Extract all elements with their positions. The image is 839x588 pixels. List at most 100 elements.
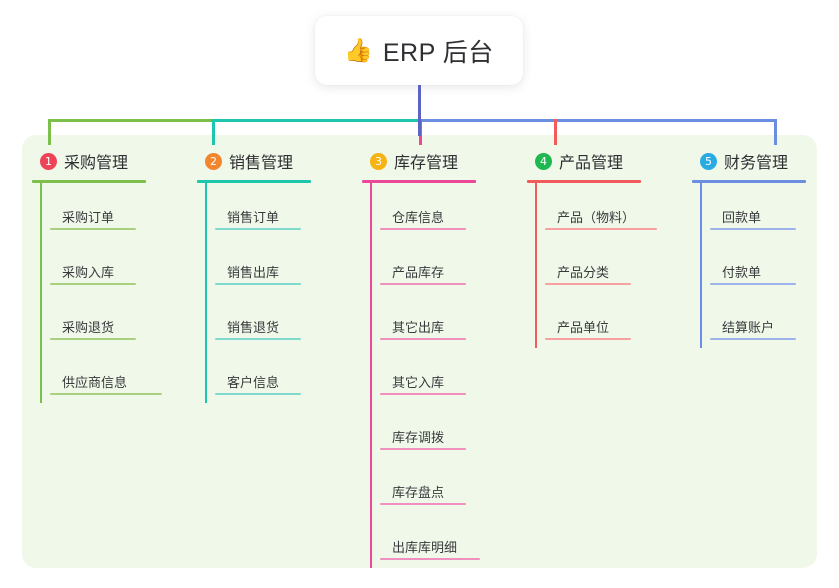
branch-header-rule (692, 180, 806, 183)
branch-header-rule (527, 180, 641, 183)
branch-item-rule (215, 338, 301, 340)
branch-item-list: 回款单付款单结算账户 (692, 183, 806, 348)
branch-item[interactable]: 产品单位 (545, 293, 641, 348)
branch-drop-1 (48, 119, 51, 145)
branch-item-rule (380, 283, 466, 285)
branch-item-label: 产品单位 (557, 320, 610, 335)
branch-item[interactable]: 客户信息 (215, 348, 311, 403)
branch-title: 销售管理 (229, 155, 294, 172)
branch-item-label: 出库库明细 (392, 540, 458, 555)
branch-drop-4 (554, 119, 557, 145)
branch-spine (535, 183, 537, 348)
branch-item[interactable]: 采购退货 (50, 293, 146, 348)
branch-item-label: 采购订单 (62, 210, 115, 225)
root-node-card[interactable]: 👍 ERP 后台 (315, 16, 523, 85)
branch-item[interactable]: 库存调拨 (380, 403, 476, 458)
bus-segment-1 (48, 119, 213, 122)
branch-item-rule (710, 338, 796, 340)
branch-item-label: 其它出库 (392, 320, 445, 335)
trunk-line (418, 85, 421, 136)
branch-item[interactable]: 付款单 (710, 238, 806, 293)
branch-item-label: 产品分类 (557, 265, 610, 280)
branch-item-rule (380, 448, 466, 450)
branch-item-label: 产品库存 (392, 265, 445, 280)
branch-item[interactable]: 产品库存 (380, 238, 476, 293)
branch-item-label: 库存调拨 (392, 430, 445, 445)
branch-column-3: 3 库存管理仓库信息产品库存其它出库其它入库库存调拨库存盘点出库库明细 (362, 148, 480, 568)
branch-item[interactable]: 回款单 (710, 183, 806, 238)
branch-item-label: 回款单 (722, 210, 762, 225)
branch-spine (205, 183, 207, 403)
branch-item[interactable]: 产品（物料） (545, 183, 657, 238)
branch-index-badge: 3 (370, 152, 387, 170)
branch-item-list: 采购订单采购入库采购退货供应商信息 (32, 183, 162, 403)
branch-title: 采购管理 (64, 155, 129, 172)
branch-item-label: 采购入库 (62, 265, 115, 280)
branch-item[interactable]: 采购订单 (50, 183, 146, 238)
branch-item-rule (545, 228, 657, 230)
branch-column-1: 1 采购管理采购订单采购入库采购退货供应商信息 (32, 148, 162, 403)
branch-item-label: 产品（物料） (557, 210, 636, 225)
branch-item-label: 客户信息 (227, 375, 280, 390)
branch-title: 财务管理 (724, 155, 789, 172)
branch-item[interactable]: 销售退货 (215, 293, 311, 348)
branch-item-rule (380, 558, 480, 560)
branch-index-badge: 1 (40, 152, 57, 170)
branch-header-3[interactable]: 3 库存管理 (362, 148, 476, 174)
branch-item[interactable]: 其它入库 (380, 348, 476, 403)
branch-item-rule (50, 338, 136, 340)
branch-item[interactable]: 结算账户 (710, 293, 806, 348)
branch-item[interactable]: 采购入库 (50, 238, 146, 293)
branch-header-4[interactable]: 4 产品管理 (527, 148, 641, 174)
branch-item-rule (710, 228, 796, 230)
branch-item-rule (50, 283, 136, 285)
branch-item-rule (545, 338, 631, 340)
branch-item[interactable]: 供应商信息 (50, 348, 162, 403)
branch-item-rule (50, 393, 162, 395)
branch-item[interactable]: 销售订单 (215, 183, 311, 238)
diagram-panel (22, 135, 817, 568)
branch-item-label: 销售出库 (227, 265, 280, 280)
branch-header-1[interactable]: 1 采购管理 (32, 148, 146, 174)
thumbs-up-icon: 👍 (344, 37, 373, 63)
branch-title: 产品管理 (559, 155, 624, 172)
branch-item-label: 采购退货 (62, 320, 115, 335)
branch-title: 库存管理 (394, 155, 459, 172)
branch-spine (40, 183, 42, 403)
branch-item-rule (215, 283, 301, 285)
branch-item-label: 销售订单 (227, 210, 280, 225)
branch-item-label: 付款单 (722, 265, 762, 280)
bus-segment-2 (211, 119, 420, 122)
branch-drop-2 (212, 119, 215, 145)
branch-item-rule (50, 228, 136, 230)
branch-item-list: 销售订单销售出库销售退货客户信息 (197, 183, 311, 403)
branch-item-rule (545, 283, 631, 285)
branch-item[interactable]: 产品分类 (545, 238, 641, 293)
branch-item-rule (380, 393, 466, 395)
branch-spine (700, 183, 702, 348)
branch-item-rule (215, 393, 301, 395)
branch-header-rule (32, 180, 146, 183)
branch-item-label: 销售退货 (227, 320, 280, 335)
branch-item-list: 产品（物料） 产品分类产品单位 (527, 183, 657, 348)
branch-header-rule (362, 180, 476, 183)
root-node-title: ERP 后台 (382, 38, 494, 67)
branch-index-badge: 4 (535, 152, 552, 170)
branch-item-rule (380, 338, 466, 340)
branch-item[interactable]: 出库库明细 (380, 513, 480, 568)
branch-item[interactable]: 其它出库 (380, 293, 476, 348)
branch-item[interactable]: 仓库信息 (380, 183, 476, 238)
branch-item-label: 库存盘点 (392, 485, 445, 500)
branch-header-rule (197, 180, 311, 183)
branch-item[interactable]: 库存盘点 (380, 458, 476, 513)
branch-column-4: 4 产品管理产品（物料） 产品分类产品单位 (527, 148, 657, 348)
branch-item[interactable]: 销售出库 (215, 238, 311, 293)
branch-item-label: 供应商信息 (62, 375, 128, 390)
bus-segment-3 (418, 119, 776, 122)
branch-spine (370, 183, 372, 568)
